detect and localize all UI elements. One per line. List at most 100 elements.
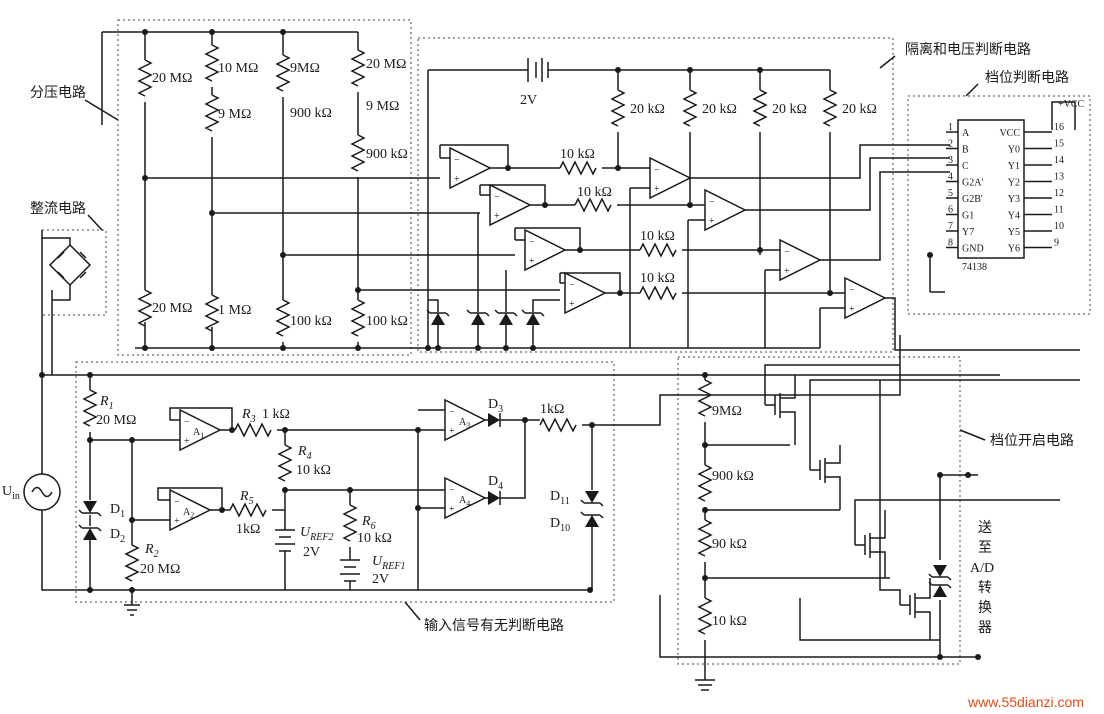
ic-pin-name: G2A': [962, 178, 983, 189]
label-r-top6: 20 MΩ: [366, 57, 406, 72]
label-D3: D3: [488, 397, 503, 415]
label-A3: A3: [459, 417, 470, 430]
ic-vcc-label: +VCC: [1058, 99, 1085, 110]
rectifier-bridge: [42, 237, 92, 301]
label-R6: R6: [361, 514, 376, 532]
ic-pin-name: Y5: [1008, 227, 1020, 238]
ic-pin-number: 13: [1054, 172, 1064, 183]
ic-pin-number: 4: [948, 172, 953, 183]
ic-pin-number: 10: [1054, 221, 1064, 232]
label-uref1-val: 2V: [372, 572, 389, 587]
range-enable-title: 档位开启电路: [990, 433, 1074, 449]
ic-pin-number: 1: [948, 122, 953, 133]
ic-pin-name: VCC: [999, 128, 1020, 139]
ic-pin-name: Y0: [1008, 145, 1020, 156]
label-r-top8: 900 kΩ: [366, 147, 408, 162]
label-series3: 10 kΩ: [640, 229, 675, 244]
label-re-r3: 90 kΩ: [712, 537, 747, 552]
svg-text:器: 器: [978, 620, 992, 636]
label-R5-val: 1kΩ: [236, 522, 260, 537]
decoder-ic: [927, 101, 1076, 293]
label-r-top4: 900 kΩ: [290, 106, 332, 121]
label-R2-val: 20 MΩ: [140, 562, 180, 577]
watermark: www.55dianzi.com: [967, 694, 1084, 710]
ic-name: 74138: [962, 262, 987, 273]
svg-text:送: 送: [978, 520, 992, 536]
input-network: [23, 230, 1000, 616]
ic-pin-number: 15: [1054, 139, 1064, 150]
ic-pin-number: 11: [1054, 205, 1064, 216]
range-enable-network: [659, 364, 1080, 691]
ic-pin-name: Y1: [1008, 161, 1020, 172]
ic-pin-number: 14: [1054, 155, 1064, 166]
label-r-top5: 9MΩ: [290, 61, 320, 76]
label-R6-val: 10 kΩ: [357, 531, 392, 546]
label-pullup4: 20 kΩ: [842, 102, 877, 117]
label-r-bot1: 20 MΩ: [152, 301, 192, 316]
ic-pin-name: B: [962, 145, 969, 156]
label-R4-val: 10 kΩ: [296, 463, 331, 478]
label-A1: A1: [193, 427, 204, 440]
label-series1: 10 kΩ: [560, 147, 595, 162]
label-D1: D1: [110, 502, 125, 520]
input-detect-title: 输入信号有无判断电路: [424, 618, 564, 634]
divider-network: [101, 29, 820, 351]
input-detect-block: [75, 361, 615, 603]
label-pullup3: 20 kΩ: [772, 102, 807, 117]
label-r-bot4: 100 kΩ: [366, 314, 408, 329]
label-r-bot3: 100 kΩ: [290, 314, 332, 329]
label-series4: 10 kΩ: [640, 271, 675, 286]
label-uin: Uin: [2, 484, 20, 502]
isolation-title: 隔离和电压判断电路: [905, 41, 1031, 58]
ic-pin-number: 7: [948, 221, 953, 232]
label-R5: R5: [239, 489, 254, 507]
ic-pin-number: 6: [948, 205, 953, 216]
divider-title: 分压电路: [30, 85, 86, 101]
ic-pin-number: 16: [1054, 122, 1064, 133]
label-re-r1: 9MΩ: [712, 404, 742, 419]
ic-pin-number: 3: [948, 155, 953, 166]
label-uref2: UREF2: [300, 525, 333, 543]
label-r-top7: 9 MΩ: [366, 99, 399, 114]
label-A2: A2: [183, 507, 194, 520]
ic-pin-name: GND: [962, 244, 984, 255]
label-D2: D2: [110, 527, 125, 545]
ic-pin-name: Y6: [1008, 244, 1020, 255]
label-uref2-val: 2V: [303, 545, 320, 560]
rectifier-title: 整流电路: [30, 201, 86, 217]
ic-pin-number: 9: [1054, 238, 1059, 249]
ic-pin-name: C: [962, 161, 969, 172]
ic-pin-name: G1: [962, 211, 974, 222]
ic-pin-name: Y7: [962, 227, 974, 238]
range-enable-block: [677, 356, 961, 665]
ic-pin-name: G2B': [962, 194, 983, 205]
label-R4: R4: [297, 444, 312, 462]
label-out-r: 1kΩ: [540, 402, 564, 417]
label-A4: A4: [459, 495, 470, 508]
range-decode-title: 档位判断电路: [985, 70, 1069, 86]
label-pullup2: 20 kΩ: [702, 102, 737, 117]
ic-pin-number: 5: [948, 188, 953, 199]
label-pullup1: 20 kΩ: [630, 102, 665, 117]
label-R3-val: 1 kΩ: [262, 407, 290, 422]
ic-pin-name: Y2: [1008, 178, 1020, 189]
ic-pin-name: Y3: [1008, 194, 1020, 205]
range-decode-block: [907, 95, 1091, 315]
isolation-block: [417, 37, 894, 353]
ic-pin-number: 12: [1054, 188, 1064, 199]
svg-text:A/D: A/D: [970, 561, 994, 576]
label-R2: R2: [144, 542, 159, 560]
isolation-network: [425, 58, 1080, 351]
label-re-r2: 900 kΩ: [712, 469, 754, 484]
label-r-bot2: 1 MΩ: [218, 303, 251, 318]
ic-pin-name: A: [962, 128, 970, 139]
label-D10: D10: [550, 516, 570, 534]
ic-pin-number: 2: [948, 139, 953, 150]
label-D4: D4: [488, 474, 503, 492]
ic-pin-number: 8: [948, 238, 953, 249]
label-battery: 2V: [520, 93, 537, 108]
label-r-top2: 10 MΩ: [218, 61, 258, 76]
ic-pin-name: Y4: [1008, 211, 1020, 222]
